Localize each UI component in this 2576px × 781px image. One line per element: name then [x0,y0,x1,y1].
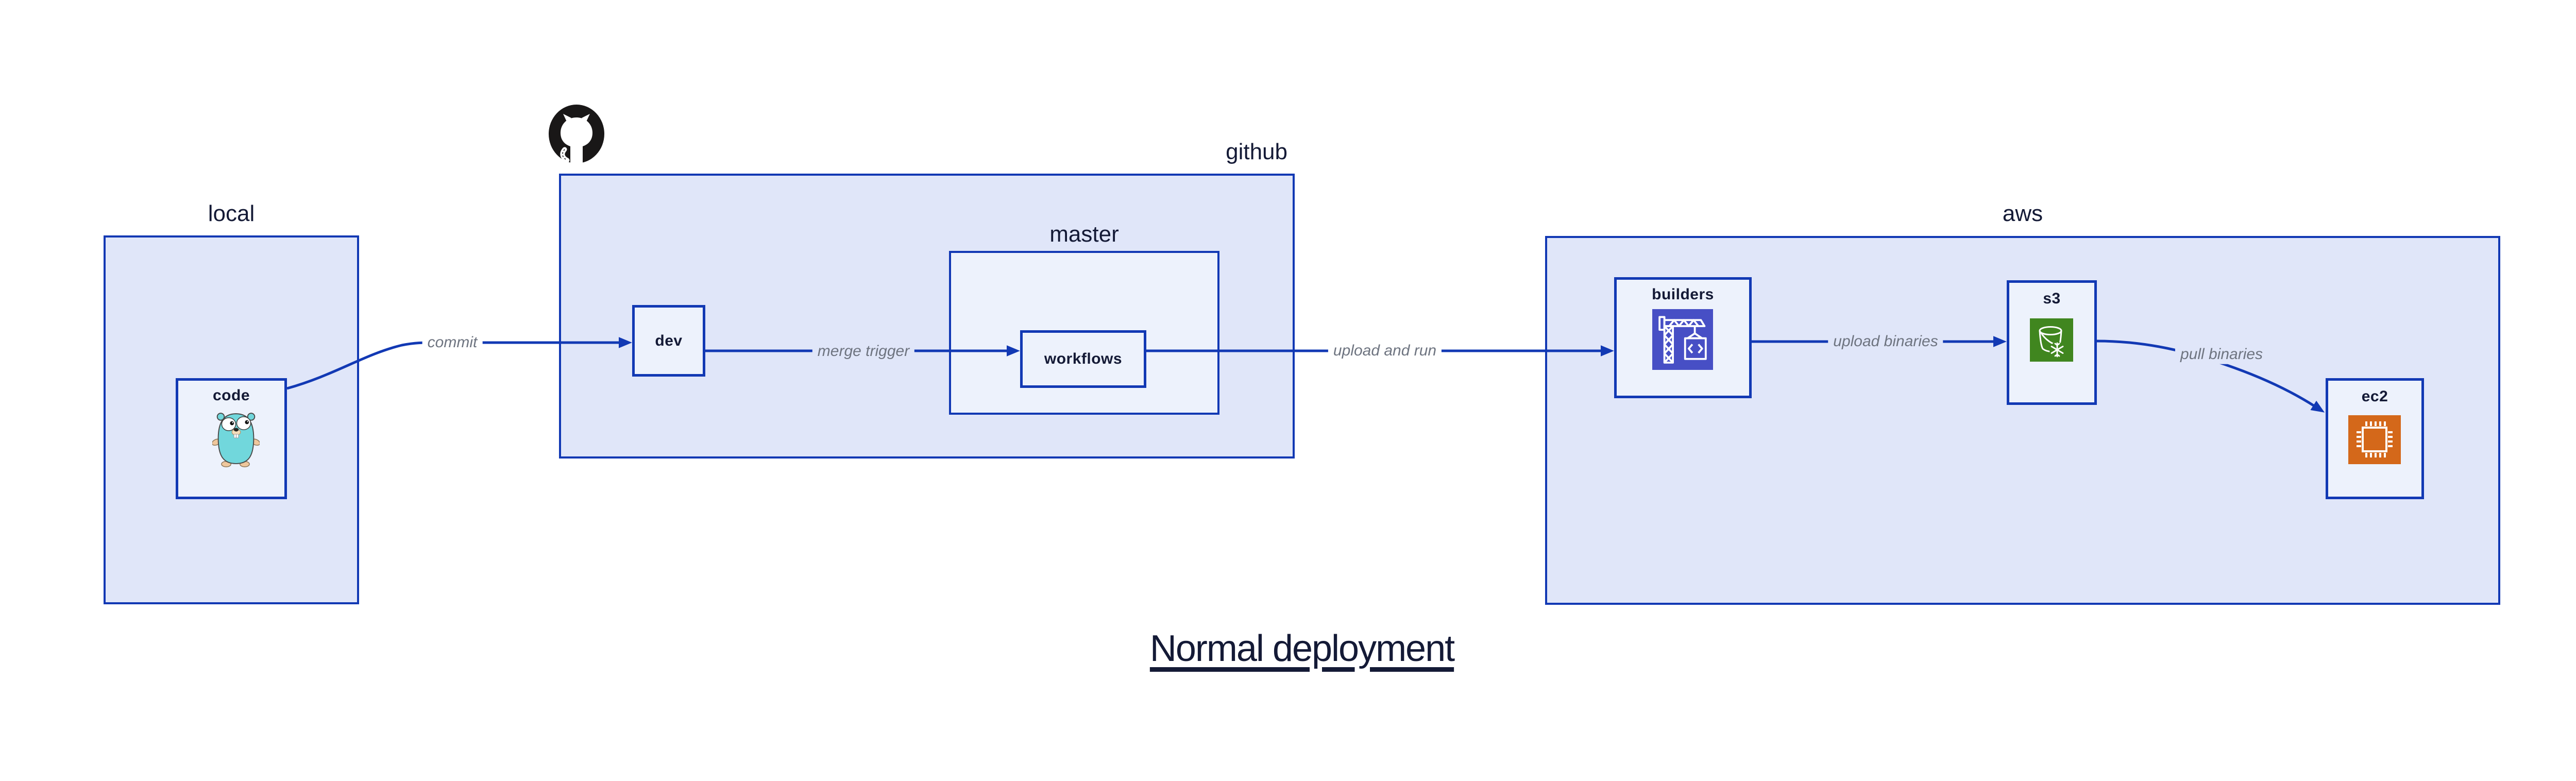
node-workflows-label: workflows [1044,350,1123,367]
codebuild-crane-icon [1652,309,1713,370]
group-master-label: master [1049,222,1119,247]
edge-commit-label: commit [422,333,483,352]
s3-glacier-bucket-icon [2030,318,2073,362]
node-s3-label: s3 [2043,290,2061,307]
node-dev-label: dev [655,332,683,349]
edge-upload-and-run-label: upload and run [1328,341,1442,361]
go-gopher-icon [212,410,260,468]
edge-merge-trigger-label: merge trigger [812,342,915,361]
node-workflows: workflows [1020,330,1146,388]
ec2-chip-icon [2348,415,2401,464]
node-ec2-label: ec2 [2361,388,2388,405]
node-dev: dev [632,305,705,377]
diagram-title: Normal deployment [1149,628,1455,669]
octocat-icon [548,104,605,166]
group-local-label: local [208,201,255,226]
group-aws-label: aws [2002,201,2043,226]
group-github-label: github [1226,139,1287,164]
edge-pull-binaries-label: pull binaries [2175,345,2268,364]
node-code-label: code [212,387,250,404]
node-builders-label: builders [1652,286,1714,303]
edge-upload-binaries-label: upload binaries [1828,332,1943,351]
